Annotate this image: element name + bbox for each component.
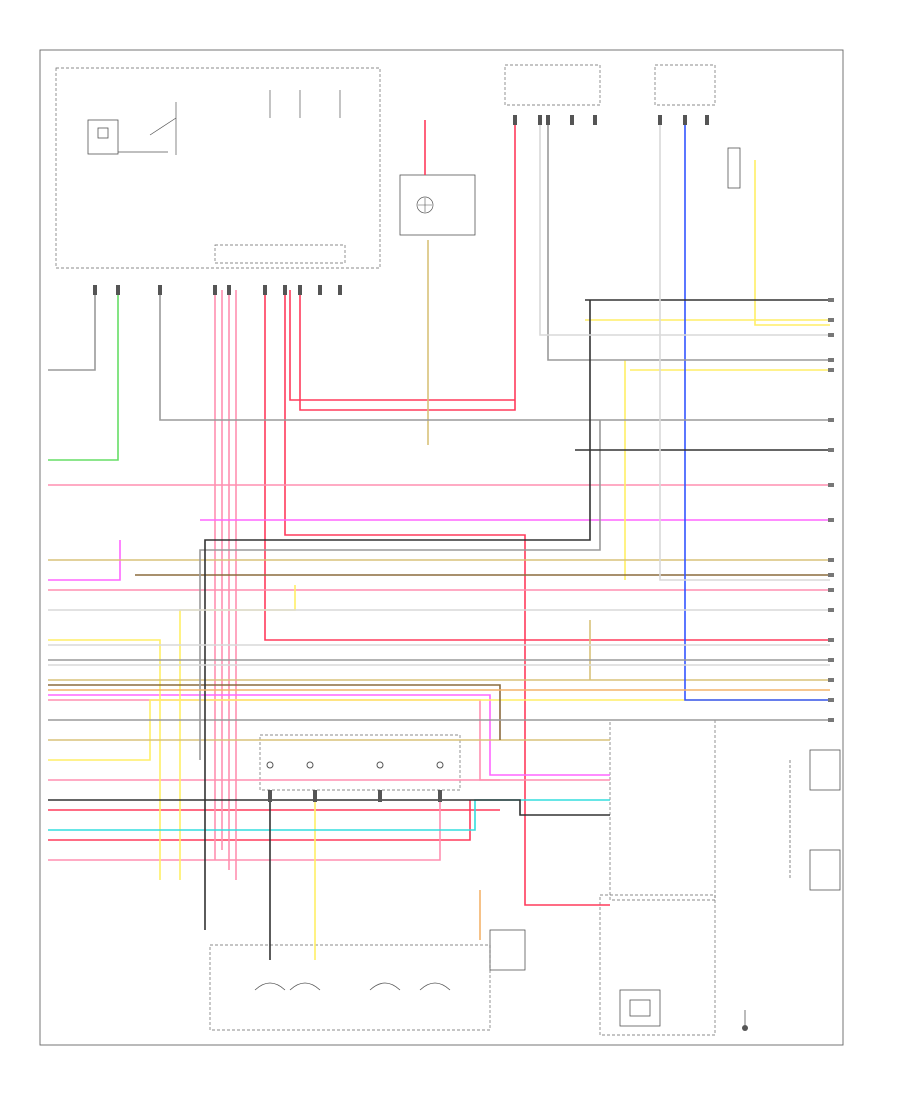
wires-red: [48, 120, 830, 906]
powertrain-control-module-box: [55, 67, 381, 269]
wires-yellow: [48, 160, 830, 960]
connector-icon: [93, 115, 709, 802]
wires-brown: [48, 574, 830, 740]
relay-icon: [418, 198, 432, 212]
diagram-frame: [39, 49, 844, 1046]
wires-tan: [48, 240, 830, 741]
solenoid-icon: [254, 982, 286, 991]
wires-white: [48, 120, 830, 666]
wires-black: [48, 299, 830, 960]
right-terminals: [828, 298, 834, 722]
instrument-cluster-box: [259, 734, 461, 791]
top-right-connectors: [504, 64, 741, 189]
wires-green: [48, 290, 119, 461]
relay-box: [399, 174, 476, 236]
wires-gray: [48, 120, 830, 760]
wires-magenta: [48, 519, 830, 776]
transmission-solenoid-box: [209, 929, 526, 1031]
motor-icon: [619, 989, 661, 1027]
ground-icon: [742, 1010, 748, 1031]
wires-blue: [684, 120, 830, 701]
wires-orange: [48, 689, 830, 940]
wires-cyan: [48, 799, 610, 831]
body-control-module-box: [599, 719, 841, 1036]
